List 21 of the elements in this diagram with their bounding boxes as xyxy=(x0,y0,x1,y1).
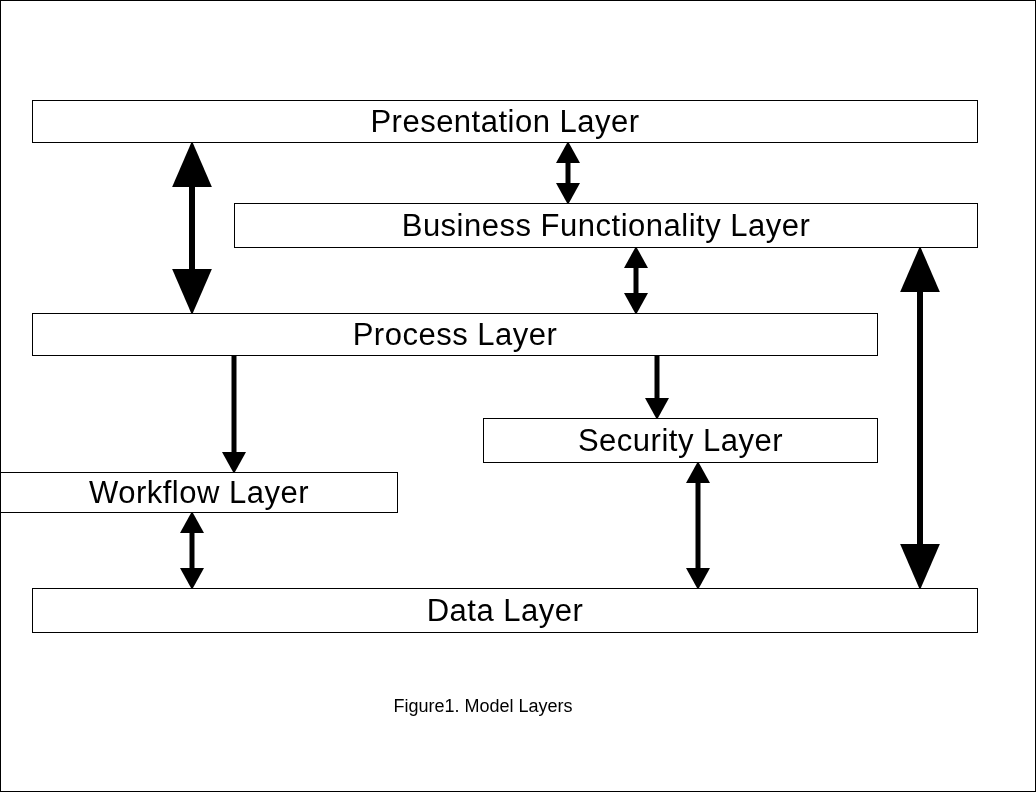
layer-box xyxy=(32,313,878,356)
double-arrow xyxy=(624,246,648,315)
double-arrow xyxy=(900,246,940,590)
layer-label: Data Layer xyxy=(426,592,584,629)
layer-box xyxy=(234,203,978,248)
arrow xyxy=(645,356,669,420)
double-arrow xyxy=(180,511,204,590)
double-arrow xyxy=(556,141,580,205)
double-arrow xyxy=(172,141,212,315)
figure-caption: Figure1. Model Layers xyxy=(392,696,574,717)
layer-label: Process Layer xyxy=(352,316,558,353)
double-arrow xyxy=(686,461,710,590)
layer-label: Workflow Layer xyxy=(88,474,310,511)
layer-label: Security Layer xyxy=(577,422,784,459)
layer-box xyxy=(483,418,878,463)
layer-label: Presentation Layer xyxy=(370,103,640,140)
layer-label: Business Functionality Layer xyxy=(401,207,811,244)
layer-box xyxy=(32,100,978,143)
layer-box xyxy=(32,588,978,633)
arrow xyxy=(222,356,246,474)
layer-box xyxy=(0,472,398,513)
